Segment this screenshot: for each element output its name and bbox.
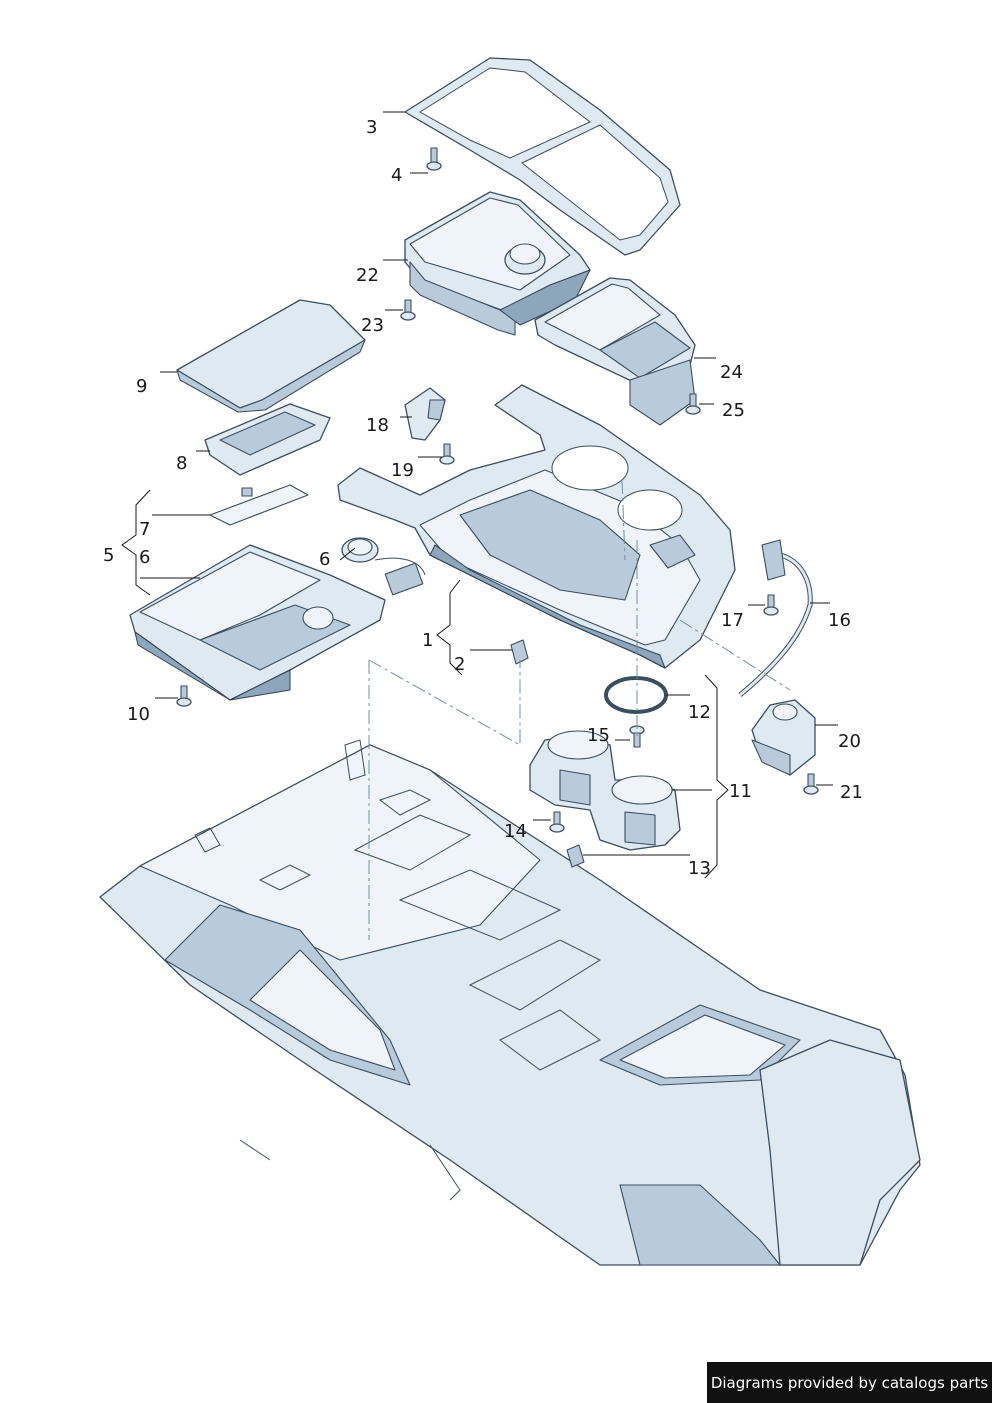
callout-9: 9: [136, 376, 147, 397]
callout-4: 4: [391, 165, 402, 186]
callout-24: 24: [720, 362, 743, 383]
callout-3: 3: [366, 117, 377, 138]
clip-2: [510, 639, 529, 665]
callout-23: 23: [361, 315, 384, 336]
group-bracket-1: [436, 579, 463, 676]
rotary-switch: [751, 699, 816, 776]
storage-holder: [129, 544, 386, 701]
diagram-credit-footer: Diagrams provided by catalogs parts: [707, 1362, 992, 1403]
callout-18: 18: [366, 415, 389, 436]
selector-panel: [534, 277, 696, 426]
callout-8: 8: [176, 453, 187, 474]
screw-23: [400, 299, 416, 321]
center-console-body: [99, 739, 921, 1266]
callout-2: 2: [454, 654, 465, 675]
callout-22: 22: [356, 265, 379, 286]
callout-14: 14: [504, 821, 527, 842]
screw-25: [685, 393, 701, 415]
socket-6: [341, 537, 426, 596]
assembly-guide-lines: [368, 479, 791, 940]
callout-7: 7: [139, 519, 150, 540]
group-bracket-11: [704, 674, 729, 879]
callout-17: 17: [721, 610, 744, 631]
callout-16: 16: [828, 610, 851, 631]
control-module: [404, 191, 591, 336]
cup-holder-insert: [529, 730, 681, 851]
callout-20: 20: [838, 731, 861, 752]
callout-10: 10: [127, 704, 150, 725]
callout-6a: 6: [139, 547, 150, 568]
screw-17: [763, 594, 779, 616]
callout-21: 21: [840, 782, 863, 803]
callout-19: 19: [391, 460, 414, 481]
console-upper-trim: [337, 384, 736, 669]
callout-11: 11: [729, 781, 752, 802]
callout-25: 25: [722, 400, 745, 421]
callout-6b: 6: [319, 549, 330, 570]
storage-tray: [204, 403, 331, 476]
mat-insert: [209, 484, 309, 526]
callout-5: 5: [103, 545, 114, 566]
armrest-lid: [176, 299, 366, 413]
screw-15: [629, 725, 645, 748]
clip-13: [566, 844, 585, 868]
group-bracket-5: [121, 489, 151, 596]
footer-credit-text: Diagrams provided by catalogs parts: [710, 1373, 989, 1392]
leader-lines: [140, 111, 838, 856]
ring-seal: [604, 676, 668, 714]
screw-10: [176, 685, 192, 707]
callout-15: 15: [587, 725, 610, 746]
screw-19: [439, 443, 455, 465]
callout-13: 13: [688, 858, 711, 879]
trim-frame: [404, 57, 681, 256]
screw-21: [803, 773, 819, 795]
callout-labels: 3 4 22 23 9 24 25 18 8 19 7 5 6 6 17 16 …: [103, 117, 863, 879]
bracket-18: [404, 387, 446, 441]
callout-12: 12: [688, 702, 711, 723]
screw-4: [426, 147, 442, 171]
screw-14: [549, 811, 565, 833]
callout-1: 1: [422, 630, 433, 651]
wiring-harness: [738, 539, 813, 697]
